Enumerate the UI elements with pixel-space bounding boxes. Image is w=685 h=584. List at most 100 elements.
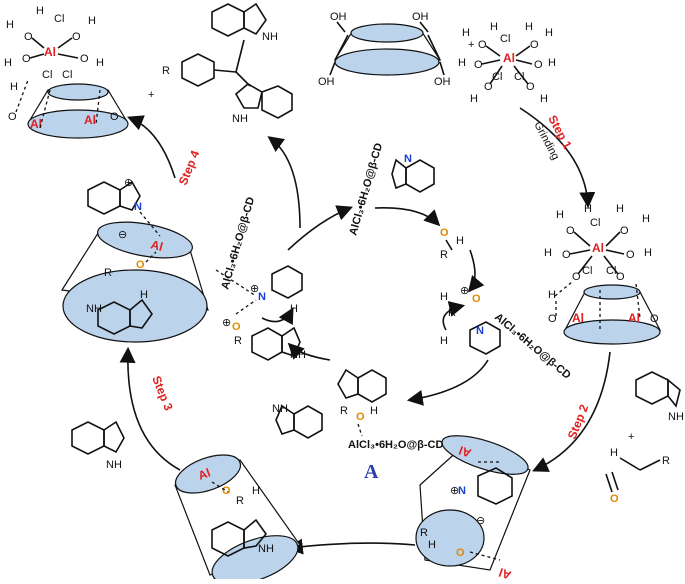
- aluminum-label: Al: [592, 241, 604, 255]
- central-catalytic-cycle: AlCl₃•6H₂O@β-CD AlCl₃•6H₂O@β-CD AlCl₃•6H…: [215, 136, 573, 483]
- chloride-label: Cl: [62, 69, 72, 81]
- oxygen-label: O: [548, 313, 557, 325]
- hydrogen-label: H: [616, 203, 624, 215]
- hydrogen-label: H: [548, 289, 556, 301]
- hydrogen-label: H: [642, 213, 650, 225]
- hydrogen-label: H: [252, 485, 260, 497]
- iminium-complex-left: N ⊕ ⊖ Al O R H NH: [60, 177, 209, 343]
- r-group-label: R: [340, 405, 348, 417]
- hydrogen-label: H: [548, 57, 556, 69]
- oxygen-label: O: [136, 259, 145, 271]
- indole-reagent-right: NH: [635, 371, 684, 423]
- negative-charge-label: ⊖: [118, 229, 127, 241]
- aluminum-label: Al: [628, 311, 640, 325]
- nh-label: NH: [86, 303, 102, 315]
- regenerated-catalyst-top-left: Al Al Al Cl Cl Cl O O O O O O H H H H H …: [4, 5, 129, 139]
- nitrogen-label: N: [458, 485, 466, 497]
- oxygen-label: O: [474, 59, 483, 71]
- hydrogen-label: H: [545, 27, 553, 39]
- positive-charge-label: ⊕: [250, 283, 259, 295]
- hydrogen-label: H: [4, 57, 12, 69]
- hydrogen-label: H: [556, 209, 564, 221]
- chloride-label: Cl: [514, 71, 524, 83]
- oxygen-label: O: [356, 411, 365, 423]
- chloride-label: Cl: [606, 265, 616, 277]
- plus-sign: +: [468, 39, 474, 51]
- chloride-label: Cl: [590, 217, 600, 229]
- step4-arrow: [127, 115, 176, 179]
- chloride-label: Cl: [500, 33, 510, 45]
- hydrogen-label: H: [458, 57, 466, 69]
- hydrogen-label: H: [440, 291, 448, 303]
- hydrogen-label: H: [290, 303, 298, 315]
- hydroxyl-label: OH: [318, 76, 335, 88]
- oxygen-label: O: [530, 39, 539, 51]
- hydrogen-label: H: [540, 93, 548, 105]
- hydrogen-label: H: [88, 15, 96, 27]
- r-group-label: R: [162, 65, 170, 77]
- aluminum-label: Al: [149, 237, 164, 254]
- oxygen-label: O: [8, 111, 17, 123]
- aluminum-label: Al: [84, 113, 96, 127]
- beta-cyclodextrin-top: OH OH OH OH: [318, 11, 451, 88]
- indole-reagent-left: NH: [71, 420, 125, 471]
- oxygen-label: O: [566, 225, 575, 237]
- bottom-arrow: [286, 538, 416, 555]
- plus-sign: +: [148, 89, 154, 101]
- oxygen-label: O: [24, 31, 33, 43]
- oxygen-label: O: [610, 493, 619, 505]
- negative-charge-label: ⊖: [476, 515, 485, 527]
- chloride-label: Cl: [42, 69, 52, 81]
- host-guest-complex-bottom-right: N ⊕ ⊖ Al Al O H R: [415, 435, 531, 582]
- hydrogen-label: H: [456, 235, 464, 247]
- positive-charge-label: ⊕: [450, 485, 459, 497]
- chloride-label: Cl: [582, 265, 592, 277]
- host-guest-complex-bottom-left: Al O R H NH: [174, 454, 301, 584]
- oxygen-label: O: [616, 271, 625, 283]
- hydrogen-label: H: [644, 247, 652, 259]
- oxygen-label: O: [456, 547, 465, 559]
- oxygen-label: O: [472, 293, 481, 305]
- nh-label: NH: [106, 459, 122, 471]
- hydrogen-label: H: [490, 21, 498, 33]
- hydrogen-label: H: [610, 447, 618, 459]
- aluminum-label: Al: [196, 466, 212, 483]
- oxygen-label: O: [484, 81, 493, 93]
- nh-label: NH: [290, 349, 306, 361]
- nh-label: NH: [232, 113, 248, 125]
- hydrogen-label: H: [462, 27, 470, 39]
- nitrogen-label: N: [258, 291, 266, 303]
- catalyst-label: AlCl₃•6H₂O@β-CD: [348, 439, 443, 451]
- step2-arrow: [532, 351, 611, 472]
- hydrogen-label: H: [370, 405, 378, 417]
- r-group-label: R: [440, 249, 448, 261]
- hydroxyl-label: OH: [330, 11, 347, 23]
- step2-label: Step 2: [565, 402, 592, 441]
- oxygen-label: O: [110, 111, 119, 123]
- hydrogen-label: H: [428, 539, 436, 551]
- oxygen-label: O: [620, 225, 629, 237]
- hydrogen-label: H: [36, 5, 44, 17]
- oxygen-label: O: [626, 249, 635, 261]
- nitrogen-label: N: [404, 153, 412, 165]
- chloride-label: Cl: [492, 71, 502, 83]
- aluminum-label: Al: [572, 311, 584, 325]
- hydrogen-label: H: [96, 57, 104, 69]
- r-group-label: R: [420, 527, 428, 539]
- oxygen-label: O: [562, 249, 571, 261]
- oxygen-label: O: [80, 53, 89, 65]
- hydrogen-label: H: [525, 21, 533, 33]
- hydrogen-label: H: [544, 247, 552, 259]
- hydrogen-label: H: [140, 289, 148, 301]
- aluminum-chloride-hexahydrate-top: Al Cl Cl Cl O O O O O O H H H H H H H H: [458, 21, 556, 105]
- hydrogen-label: H: [470, 93, 478, 105]
- oxygen-label: O: [72, 31, 81, 43]
- r-group-label: R: [236, 495, 244, 507]
- step1-arrow: [519, 107, 596, 209]
- positive-charge-label: ⊕: [222, 317, 231, 329]
- aluminum-label: Al: [497, 565, 513, 579]
- oxygen-label: O: [534, 59, 543, 71]
- catalyst-label: AlCl₃•6H₂O@β-CD: [219, 196, 257, 291]
